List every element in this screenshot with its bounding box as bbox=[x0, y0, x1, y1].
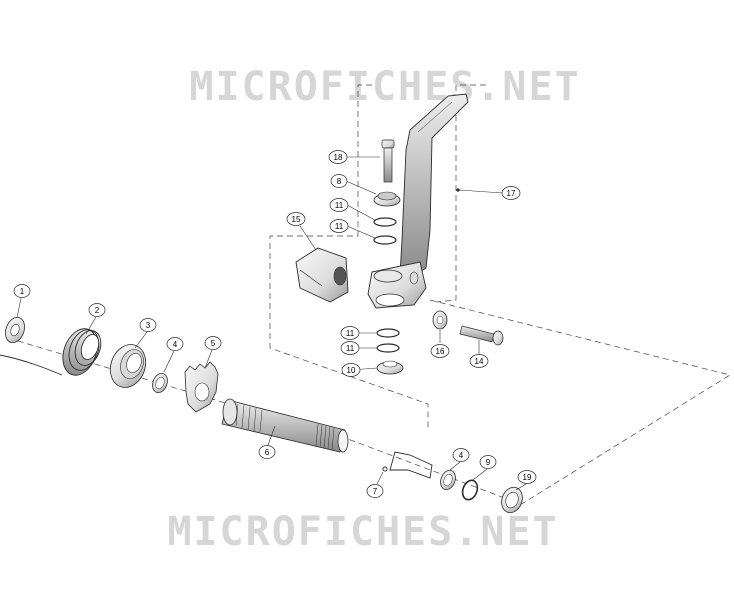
part-clip-7 bbox=[382, 451, 433, 479]
callout-18: 18 bbox=[328, 150, 348, 164]
callout-11-a: 11 bbox=[329, 198, 349, 212]
part-washer-16 bbox=[432, 310, 448, 330]
callout-10: 10 bbox=[341, 363, 361, 377]
callout-3: 3 bbox=[139, 318, 157, 332]
part-oring-9 bbox=[461, 479, 479, 501]
part-kickshaft-6 bbox=[221, 398, 349, 453]
callout-11-b-label: 11 bbox=[335, 222, 344, 231]
callout-1-label: 1 bbox=[20, 287, 25, 296]
part-washer-4-left bbox=[152, 372, 168, 394]
callout-11-d: 11 bbox=[340, 341, 360, 355]
callout-4-right: 4 bbox=[452, 448, 470, 462]
watermark-bottom: MICROFICHES.NET bbox=[167, 509, 558, 555]
callout-15-label: 15 bbox=[292, 215, 301, 224]
callout-10-label: 10 bbox=[347, 366, 356, 375]
callout-19-label: 19 bbox=[523, 473, 532, 482]
callout-3-label: 3 bbox=[146, 321, 151, 330]
callout-7: 7 bbox=[366, 484, 384, 498]
callout-8: 8 bbox=[330, 174, 348, 188]
callout-15: 15 bbox=[286, 212, 306, 226]
callout-6: 6 bbox=[258, 445, 276, 459]
part-bushing-8 bbox=[373, 191, 401, 207]
part-clamp-15 bbox=[295, 247, 349, 303]
callout-14-label: 14 bbox=[475, 357, 484, 366]
callout-2: 2 bbox=[88, 303, 106, 317]
part-washer-10 bbox=[376, 360, 404, 375]
callout-11-a-label: 11 bbox=[335, 201, 344, 210]
callout-18-label: 18 bbox=[334, 153, 343, 162]
callout-6-label: 6 bbox=[265, 448, 270, 457]
part-orings-11-lower bbox=[376, 328, 400, 353]
callout-7-label: 7 bbox=[373, 487, 378, 496]
part-seal-19 bbox=[501, 486, 523, 514]
callout-9-label: 9 bbox=[486, 458, 491, 467]
callout-8-label: 8 bbox=[337, 177, 342, 186]
part-bushing-3 bbox=[109, 344, 147, 388]
callout-16-label: 16 bbox=[436, 347, 445, 356]
callout-17: 17 bbox=[501, 186, 521, 200]
callout-11-d-label: 11 bbox=[346, 344, 355, 353]
leader-dot-17 bbox=[456, 188, 460, 192]
callout-4-left-label: 4 bbox=[173, 340, 178, 349]
part-washer-4-right bbox=[440, 469, 456, 491]
part-kick-lever-17 bbox=[367, 93, 469, 309]
callout-14: 14 bbox=[469, 354, 489, 368]
callout-17-label: 17 bbox=[507, 189, 516, 198]
part-ratchet-5 bbox=[184, 361, 219, 413]
callout-4-right-label: 4 bbox=[459, 451, 464, 460]
part-washer-1 bbox=[5, 317, 25, 343]
callout-11-c-label: 11 bbox=[346, 329, 355, 338]
part-spring-2 bbox=[0, 328, 102, 376]
callout-11-c: 11 bbox=[340, 326, 360, 340]
part-orings-11-upper bbox=[373, 217, 397, 245]
callout-19: 19 bbox=[517, 470, 537, 484]
callout-5: 5 bbox=[204, 336, 222, 350]
callout-5-label: 5 bbox=[211, 339, 216, 348]
part-bolt-18 bbox=[381, 139, 395, 183]
callout-4-left: 4 bbox=[166, 337, 184, 351]
watermark-top: MICROFICHES.NET bbox=[189, 64, 580, 110]
callout-1: 1 bbox=[13, 284, 31, 298]
callout-16: 16 bbox=[430, 344, 450, 358]
leader-lines bbox=[16, 156, 527, 491]
part-bolt-14 bbox=[459, 325, 504, 346]
callout-2-label: 2 bbox=[95, 306, 100, 315]
callout-11-b: 11 bbox=[329, 219, 349, 233]
callout-9: 9 bbox=[479, 455, 497, 469]
